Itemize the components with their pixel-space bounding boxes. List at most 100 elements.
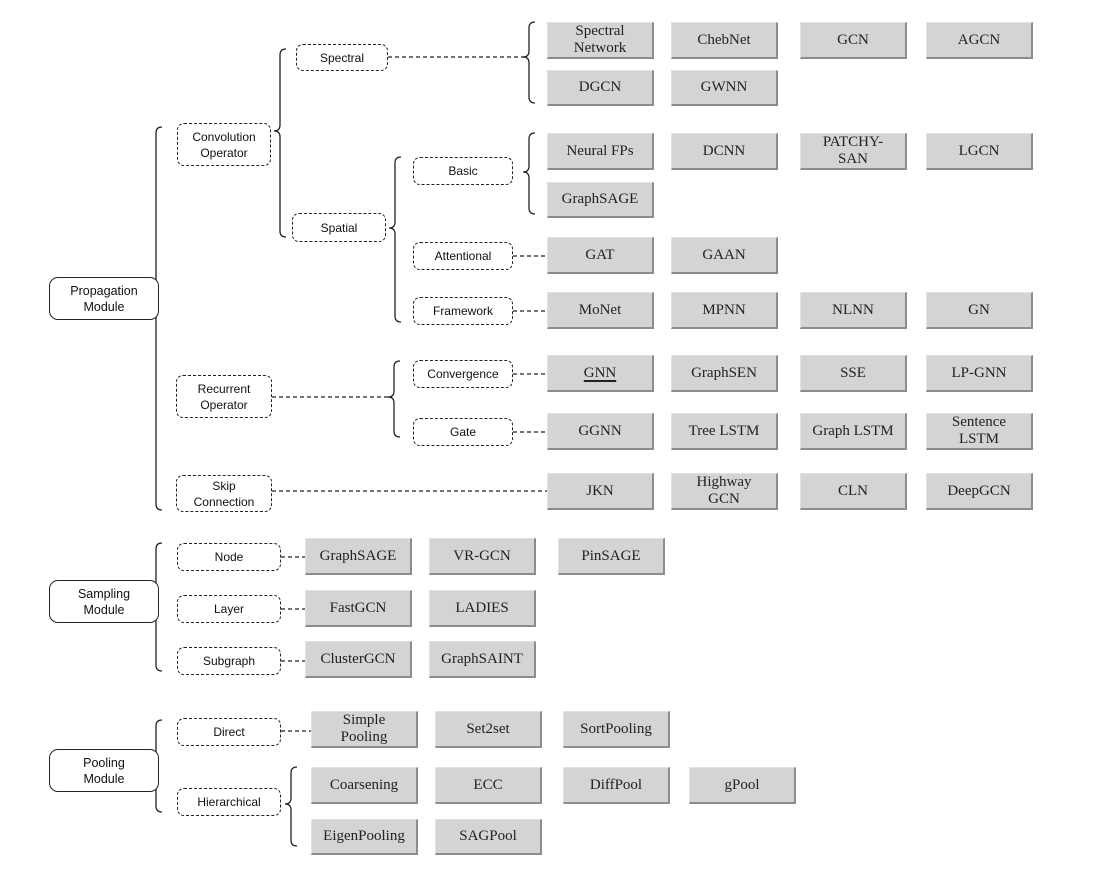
module-pooling-label: Pooling Module: [83, 755, 125, 786]
model-clustergcn: ClusterGCN: [305, 641, 412, 678]
model-gaan-label: GAAN: [702, 246, 746, 263]
model-ecc: ECC: [435, 767, 542, 804]
model-chebnet-label: ChebNet: [697, 31, 751, 48]
brace-spatial: [388, 156, 402, 323]
model-mpnn: MPNN: [671, 292, 778, 329]
model-dcnn-label: DCNN: [702, 142, 746, 159]
model-mpnn-label: MPNN: [702, 301, 746, 318]
model-nlnn: NLNN: [800, 292, 907, 329]
category-convergence-label: Convergence: [427, 367, 499, 381]
model-graph-lstm: Graph LSTM: [800, 413, 907, 450]
model-jkn-label: JKN: [586, 482, 614, 499]
model-gaan: GAAN: [671, 237, 778, 274]
category-skip: Skip Connection: [176, 475, 272, 512]
model-simple-pooling: Simple Pooling: [311, 711, 418, 748]
model-lgcn: LGCN: [926, 133, 1033, 170]
model-jkn: JKN: [547, 473, 654, 510]
category-framework: Framework: [413, 297, 513, 325]
model-set2set-label: Set2set: [466, 720, 510, 737]
category-skip-label: Skip Connection: [193, 478, 255, 509]
category-direct: Direct: [177, 718, 281, 746]
model-lgcn-label: LGCN: [958, 142, 1000, 159]
module-sampling: Sampling Module: [49, 580, 159, 623]
model-graphsaint: GraphSAINT: [429, 641, 536, 678]
model-nlnn-label: NLNN: [832, 301, 874, 318]
module-pooling: Pooling Module: [49, 749, 159, 792]
category-convergence: Convergence: [413, 360, 513, 388]
model-ggnn: GGNN: [547, 413, 654, 450]
model-graphsage: GraphSAGE: [305, 538, 412, 575]
module-sampling-label: Sampling Module: [77, 586, 131, 617]
model-graphsaint-label: GraphSAINT: [441, 650, 523, 667]
model-gnn: GNN: [547, 355, 654, 392]
category-layer-label: Layer: [213, 602, 245, 616]
model-sse-label: SSE: [840, 364, 866, 381]
brace-basic: [522, 132, 536, 215]
model-tree-lstm-label: Tree LSTM: [688, 422, 760, 439]
module-propagation: Propagation Module: [49, 277, 159, 320]
model-tree-lstm: Tree LSTM: [671, 413, 778, 450]
category-spatial: Spatial: [292, 213, 386, 242]
model-gwnn: GWNN: [671, 70, 778, 106]
model-cln: CLN: [800, 473, 907, 510]
model-graphsen: GraphSEN: [671, 355, 778, 392]
model-sortpooling-label: SortPooling: [580, 720, 652, 737]
model-ecc-label: ECC: [473, 776, 503, 793]
category-subgraph-label: Subgraph: [202, 654, 256, 668]
category-node-label: Node: [214, 550, 244, 564]
category-hierarchical-label: Hierarchical: [197, 795, 261, 809]
model-gpool-label: gPool: [724, 776, 760, 793]
category-spectral: Spectral: [296, 44, 388, 71]
model-graphsage: GraphSAGE: [547, 182, 654, 218]
model-gn-label: GN: [968, 301, 990, 318]
model-neural-fps: Neural FPs: [547, 133, 654, 170]
model-chebnet: ChebNet: [671, 22, 778, 59]
brace-convolution: [273, 48, 287, 238]
category-convolution: Convolution Operator: [177, 123, 271, 166]
model-graph-lstm-label: Graph LSTM: [812, 422, 894, 439]
model-dcnn: DCNN: [671, 133, 778, 170]
model-neural-fps-label: Neural FPs: [566, 142, 634, 159]
category-gate: Gate: [413, 418, 513, 446]
category-framework-label: Framework: [432, 304, 493, 318]
model-highway-gcn: Highway GCN: [671, 473, 778, 510]
model-ladies: LADIES: [429, 590, 536, 627]
model-vr-gcn: VR-GCN: [429, 538, 536, 575]
model-spectral-network: Spectral Network: [547, 22, 654, 59]
model-dgcn-label: DGCN: [578, 79, 622, 95]
model-diffpool: DiffPool: [563, 767, 670, 804]
category-layer: Layer: [177, 595, 281, 623]
model-cln-label: CLN: [838, 482, 868, 499]
model-deepgcn: DeepGCN: [926, 473, 1033, 510]
model-sagpool: SAGPool: [435, 819, 542, 855]
category-subgraph: Subgraph: [177, 647, 281, 675]
model-agcn-label: AGCN: [957, 31, 1001, 48]
model-sagpool-label: SAGPool: [459, 828, 517, 844]
model-vr-gcn-label: VR-GCN: [453, 547, 511, 564]
model-monet-label: MoNet: [578, 301, 622, 318]
model-monet: MoNet: [547, 292, 654, 329]
category-gate-label: Gate: [449, 425, 476, 439]
model-graphsage-label: GraphSAGE: [561, 191, 639, 207]
model-graphsage-label: GraphSAGE: [319, 547, 397, 564]
model-graphsen-label: GraphSEN: [691, 364, 757, 381]
model-patchy-san: PATCHY- SAN: [800, 133, 907, 170]
model-sentence-lstm: Sentence LSTM: [926, 413, 1033, 450]
category-basic: Basic: [413, 157, 513, 185]
category-node: Node: [177, 543, 281, 571]
model-gwnn-label: GWNN: [700, 79, 748, 95]
model-simple-pooling-label: Simple Pooling: [340, 712, 388, 745]
brace-recurrent: [387, 360, 401, 438]
model-pinsage: PinSAGE: [558, 538, 665, 575]
model-gpool: gPool: [689, 767, 796, 804]
model-ladies-label: LADIES: [455, 599, 509, 616]
model-highway-gcn-label: Highway GCN: [696, 474, 752, 507]
category-attentional: Attentional: [413, 242, 513, 270]
model-agcn: AGCN: [926, 22, 1033, 59]
brace-hierarchical: [284, 766, 298, 847]
model-sse: SSE: [800, 355, 907, 392]
brace-spectral: [522, 21, 536, 104]
category-basic-label: Basic: [448, 164, 478, 178]
model-coarsening-label: Coarsening: [329, 776, 399, 793]
